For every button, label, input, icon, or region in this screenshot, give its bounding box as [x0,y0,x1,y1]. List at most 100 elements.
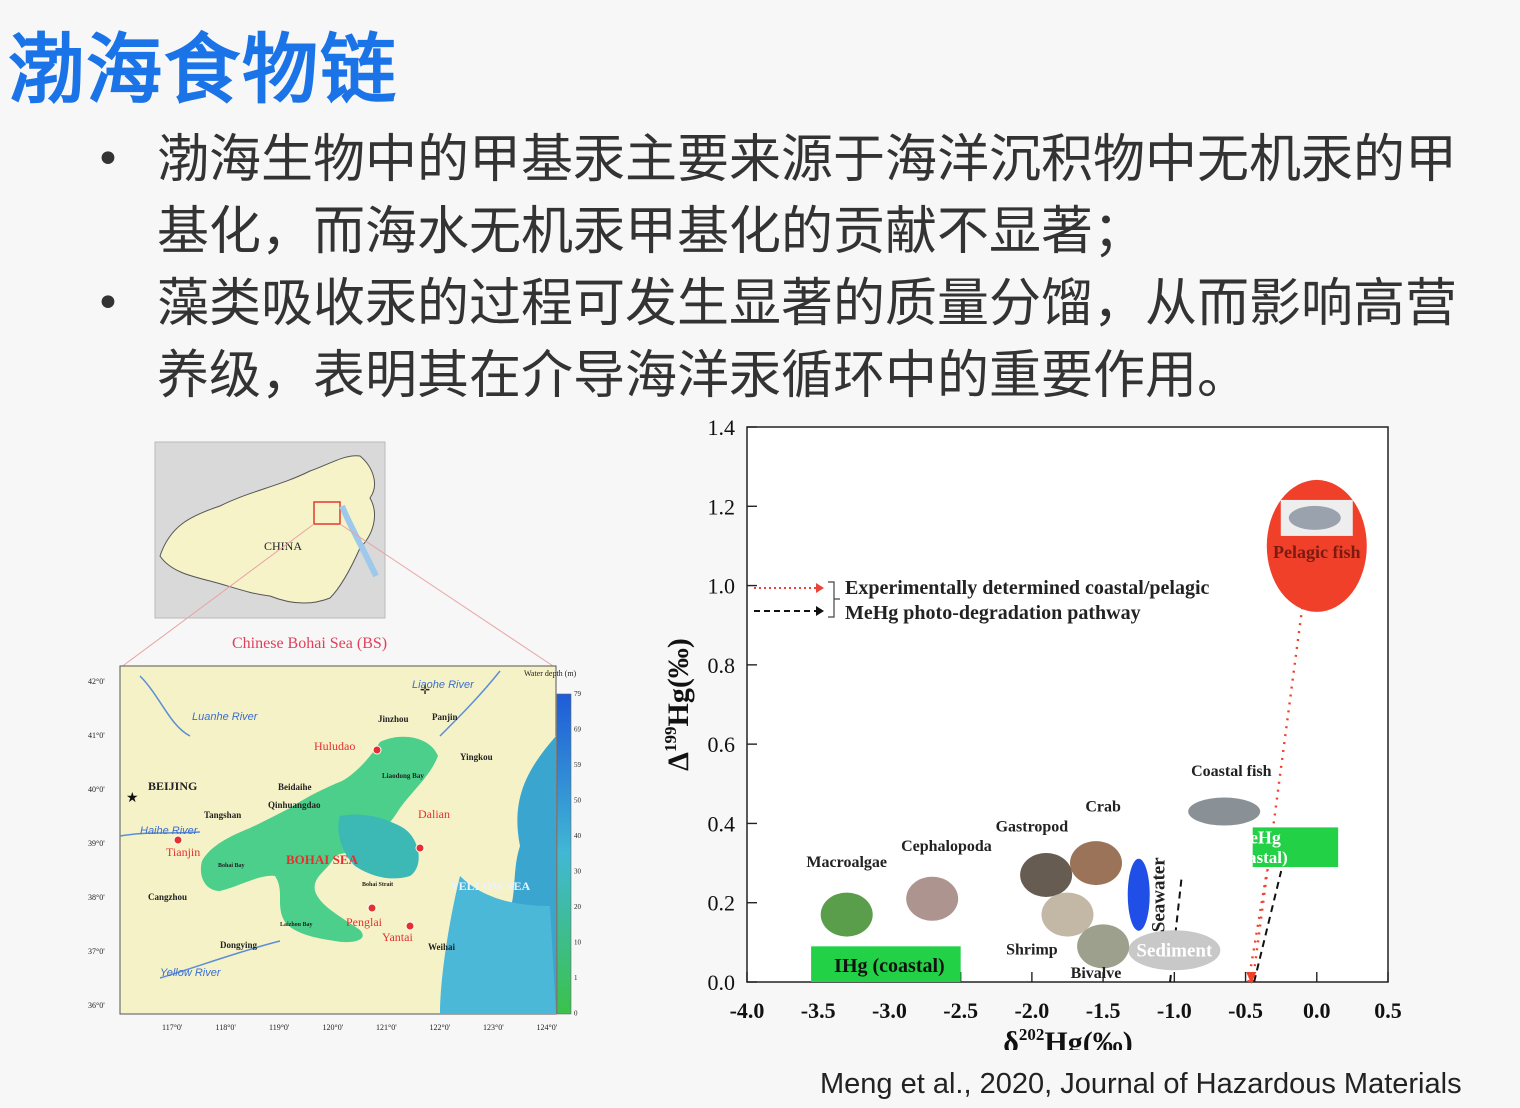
city-label: Qinhuangdao [268,800,321,810]
city-label: Tangshan [204,810,241,820]
sea-label: Bohai Strait [362,882,393,888]
crab-icon [1069,841,1122,886]
legend-arrow-icon [816,606,824,616]
shrimp-icon [1041,892,1094,937]
cephalopoda-icon [906,876,959,921]
x-tick-label: 0.0 [1303,998,1331,1023]
lat-tick-label: 37°0' [88,947,105,956]
x-tick-label: -3.5 [801,998,836,1023]
x-tick-label: -1.5 [1086,998,1121,1023]
group-box-mehg [1252,827,1339,868]
group-ellipse-seawater [1127,858,1150,931]
city-marker [372,745,382,755]
river-label: Haihe River [140,825,199,837]
lon-tick-label: 120°0' [323,1023,344,1032]
organism-label: Bivalve [1071,965,1122,982]
x-axis-label: δ202Hg(‰) [1003,1025,1132,1050]
lon-tick-label: 119°0' [269,1023,290,1032]
bullet-dot: • [95,278,121,329]
lon-tick-label: 124°0' [537,1023,558,1032]
city-label: BEIJING [148,779,197,793]
x-tick-label: -4.0 [730,998,765,1023]
slide-title: 渤海食物链 [8,25,398,114]
x-tick-label: -1.0 [1157,998,1192,1023]
bohai-main-map [119,665,572,1015]
city-label: Penglai [346,915,383,929]
organism-label: Coastal fish [1191,763,1272,780]
group-box-ihg [811,946,961,982]
city-label: Tianjin [166,845,200,859]
city-label: Dongying [220,940,258,950]
y-tick-label: 1.2 [708,494,736,519]
y-tick-label: 0.6 [708,732,736,757]
y-tick-label: 1.0 [708,574,736,599]
lon-tick-label: 117°0' [162,1023,183,1032]
lon-tick-label: 118°0' [216,1023,237,1032]
lat-tick-label: 41°0' [88,731,105,740]
legend-arrow-icon [816,583,824,593]
sea-label: BOHAI SEA [286,852,358,867]
sea-label: YELLOW SEA [450,879,530,893]
depth-tick-label: 59 [574,761,582,769]
x-tick-label: -3.0 [872,998,907,1023]
group-ellipse-sediment [1128,930,1221,971]
x-tick-label: 0.5 [1374,998,1402,1023]
city-label: Yantai [382,930,413,944]
depth-tick-label: 40 [574,832,582,840]
depth-tick-label: 50 [574,797,582,805]
x-tick-label: -2.5 [943,998,978,1023]
group-label: Seawater [1149,857,1170,932]
group-label: Pelagic fish [1273,542,1361,562]
x-tick-label: -2.0 [1014,998,1049,1023]
pathway-line-coastal [1247,870,1269,983]
city-label: Dalian [418,807,450,821]
legend-label: Experimentally determined coastal/pelagi… [845,577,1210,599]
legend-label: MeHg photo-degradation pathway [845,602,1141,624]
river-label: Luanhe River [192,711,259,723]
city-marker [367,903,377,913]
lon-labels-group: 117°0'118°0'119°0'120°0'121°0'122°0'123°… [162,1023,558,1032]
bullet-text-1: 渤海生物中的甲基汞主要来源于海洋沉积物中无机汞的甲基化，而海水无机汞甲基化的贡献… [157,130,1458,262]
depth-legend-title: Water depth (m) [524,669,577,678]
gastropod-icon [1020,852,1073,897]
lon-tick-label: 121°0' [376,1023,397,1032]
map-labels: Water depth (m) [524,669,577,678]
city-marker [173,835,183,845]
map-caption: Chinese Bohai Sea (BS) [232,635,387,652]
china-inset-map: CHINA [154,441,386,619]
depth-tick-label: 79 [574,690,582,698]
lat-tick-label: 38°0' [88,893,105,902]
city-label: Jinzhou [378,714,409,724]
bivalve-icon [1077,924,1130,969]
x-tick-label: -0.5 [1228,998,1263,1023]
star-icon: ★ [126,790,139,806]
citation: Meng et al., 2020, Journal of Hazardous … [820,1068,1462,1100]
sea-label: Liaodong Bay [382,772,424,780]
inset-china-label: CHINA [264,539,302,553]
city-label: Panjin [432,712,458,722]
hg-isotope-chart: 0.00.20.40.60.81.01.21.4-4.0-3.5-3.0-2.5… [661,415,1402,1050]
bullet-text-2: 藻类吸收汞的过程可发生显著的质量分馏，从而影响高营养级，表明其在介导海洋汞循环中… [157,274,1458,406]
lat-labels-group: 42°0'41°0'40°0'39°0'38°0'37°0'36°0' [88,677,105,1010]
y-axis-label: Δ199Hg(‰) [661,638,695,771]
lat-tick-label: 39°0' [88,839,105,848]
city-label: Yingkou [460,752,493,762]
legend-brace [828,581,840,618]
sea-label: Bohai Bay [218,863,245,869]
river-label: Liaohe River [412,679,475,691]
organism-label: Cephalopoda [901,838,992,855]
organism-label: Shrimp [1006,941,1058,958]
depth-tick-label: 10 [574,939,582,947]
group-label: (coastal) [1226,848,1287,867]
city-label: Beidaihe [278,782,312,792]
bohai-sea-map-figure: CHINA Chinese Bohai Sea (BS) Water depth… [88,441,582,1032]
fish-icon [1288,505,1341,530]
city-marker [415,843,425,853]
bullet-dot: • [95,134,121,185]
group-label: MeHg [1233,827,1281,847]
chart-layer: 0.00.20.40.60.81.01.21.4-4.0-3.5-3.0-2.5… [661,415,1402,1050]
city-marker [405,921,415,931]
river-label: Yellow River [160,967,222,979]
